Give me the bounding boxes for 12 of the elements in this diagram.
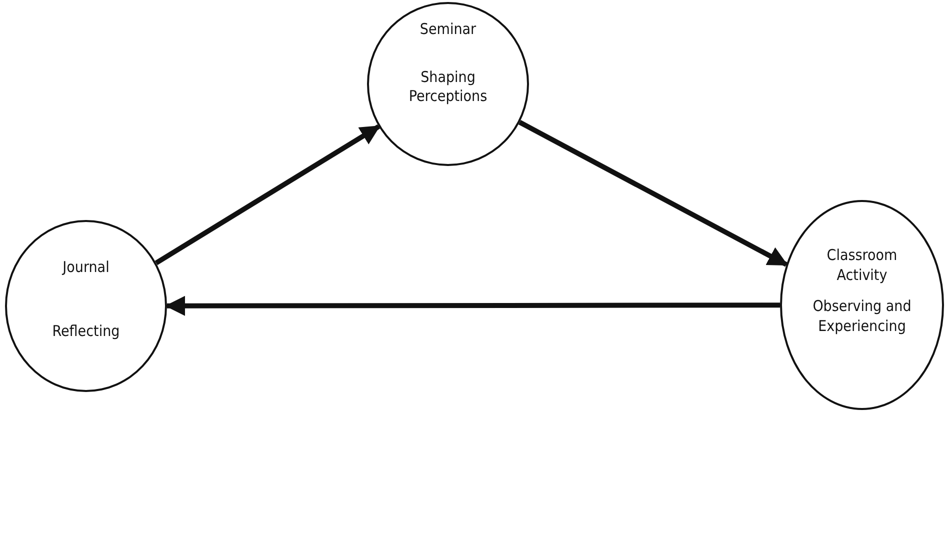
circle-node: [367, 2, 529, 166]
circle-node: [5, 220, 167, 392]
node-heading: Classroom Activity: [826, 246, 898, 285]
node-heading: Journal: [62, 258, 110, 278]
arrow: [165, 296, 780, 316]
arrow: [154, 124, 380, 266]
node-text: Observing and Experiencing: [812, 297, 912, 336]
node-text: Shaping Perceptions: [408, 68, 488, 106]
circle-node: [780, 200, 944, 410]
node-text: Reflecting: [52, 322, 120, 341]
arrow: [518, 120, 788, 267]
node-heading: Seminar: [420, 20, 476, 40]
